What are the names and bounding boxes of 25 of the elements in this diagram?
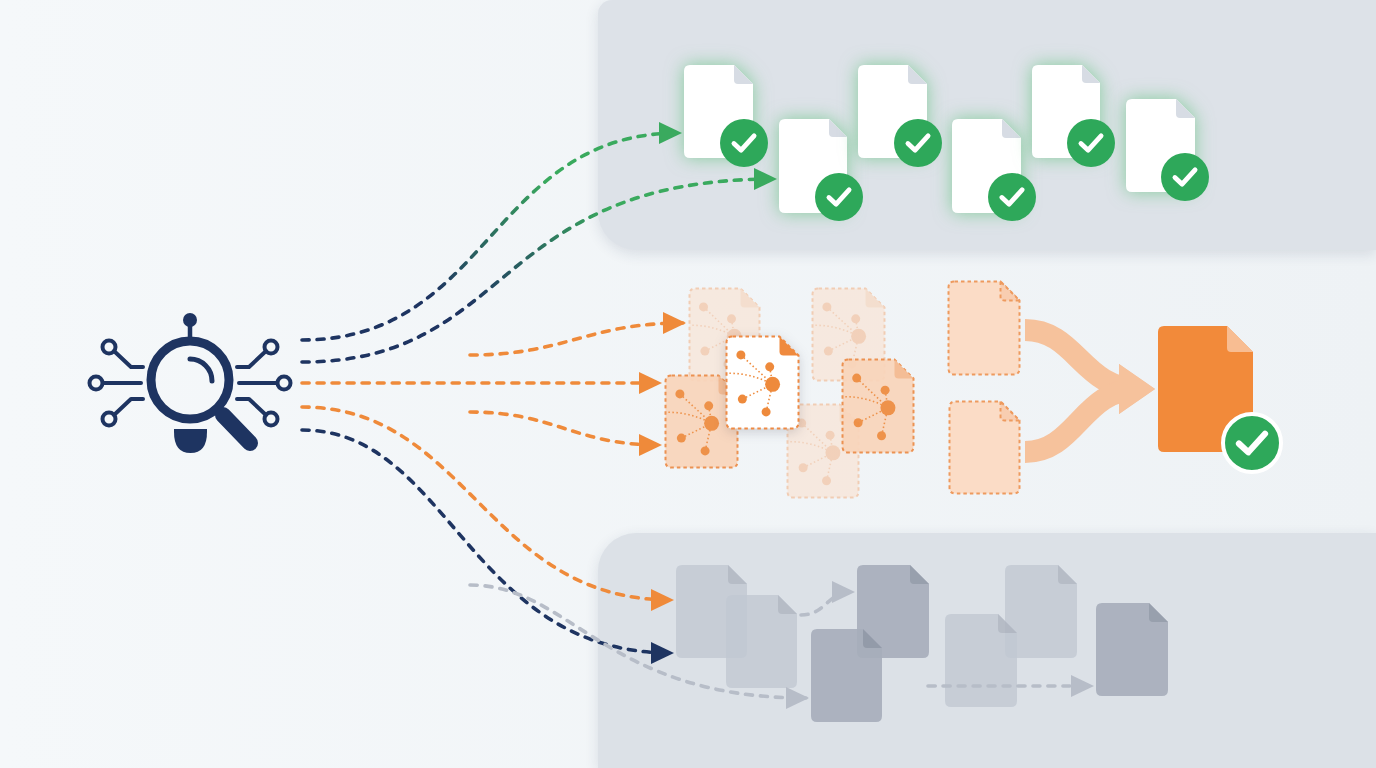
dashed-arrow	[926, 675, 1094, 697]
network-document-icon	[841, 358, 915, 454]
document-icon	[945, 614, 1017, 707]
document-icon	[811, 629, 882, 722]
document-icon	[857, 565, 929, 658]
document-icon	[947, 280, 1021, 376]
dashed-arrow	[799, 582, 855, 617]
panel	[598, 533, 1376, 768]
document-icon	[1096, 603, 1168, 696]
dashed-arrow	[300, 169, 777, 364]
dashed-arrow	[300, 428, 674, 663]
document-icon	[1158, 326, 1253, 452]
dashed-arrow	[300, 123, 682, 342]
document-icon	[948, 400, 1021, 495]
dashed-arrow	[300, 405, 674, 610]
dashed-arrow	[468, 410, 662, 456]
network-document-icon	[725, 335, 800, 430]
document-icon	[726, 595, 797, 688]
network-document-icon	[664, 374, 739, 469]
panel	[598, 0, 1376, 250]
dashed-arrow	[300, 372, 662, 394]
dashed-arrow	[468, 312, 686, 357]
document-icon	[1005, 565, 1077, 658]
flow-arrow	[1023, 365, 1155, 463]
dashed-arrow	[468, 583, 809, 709]
